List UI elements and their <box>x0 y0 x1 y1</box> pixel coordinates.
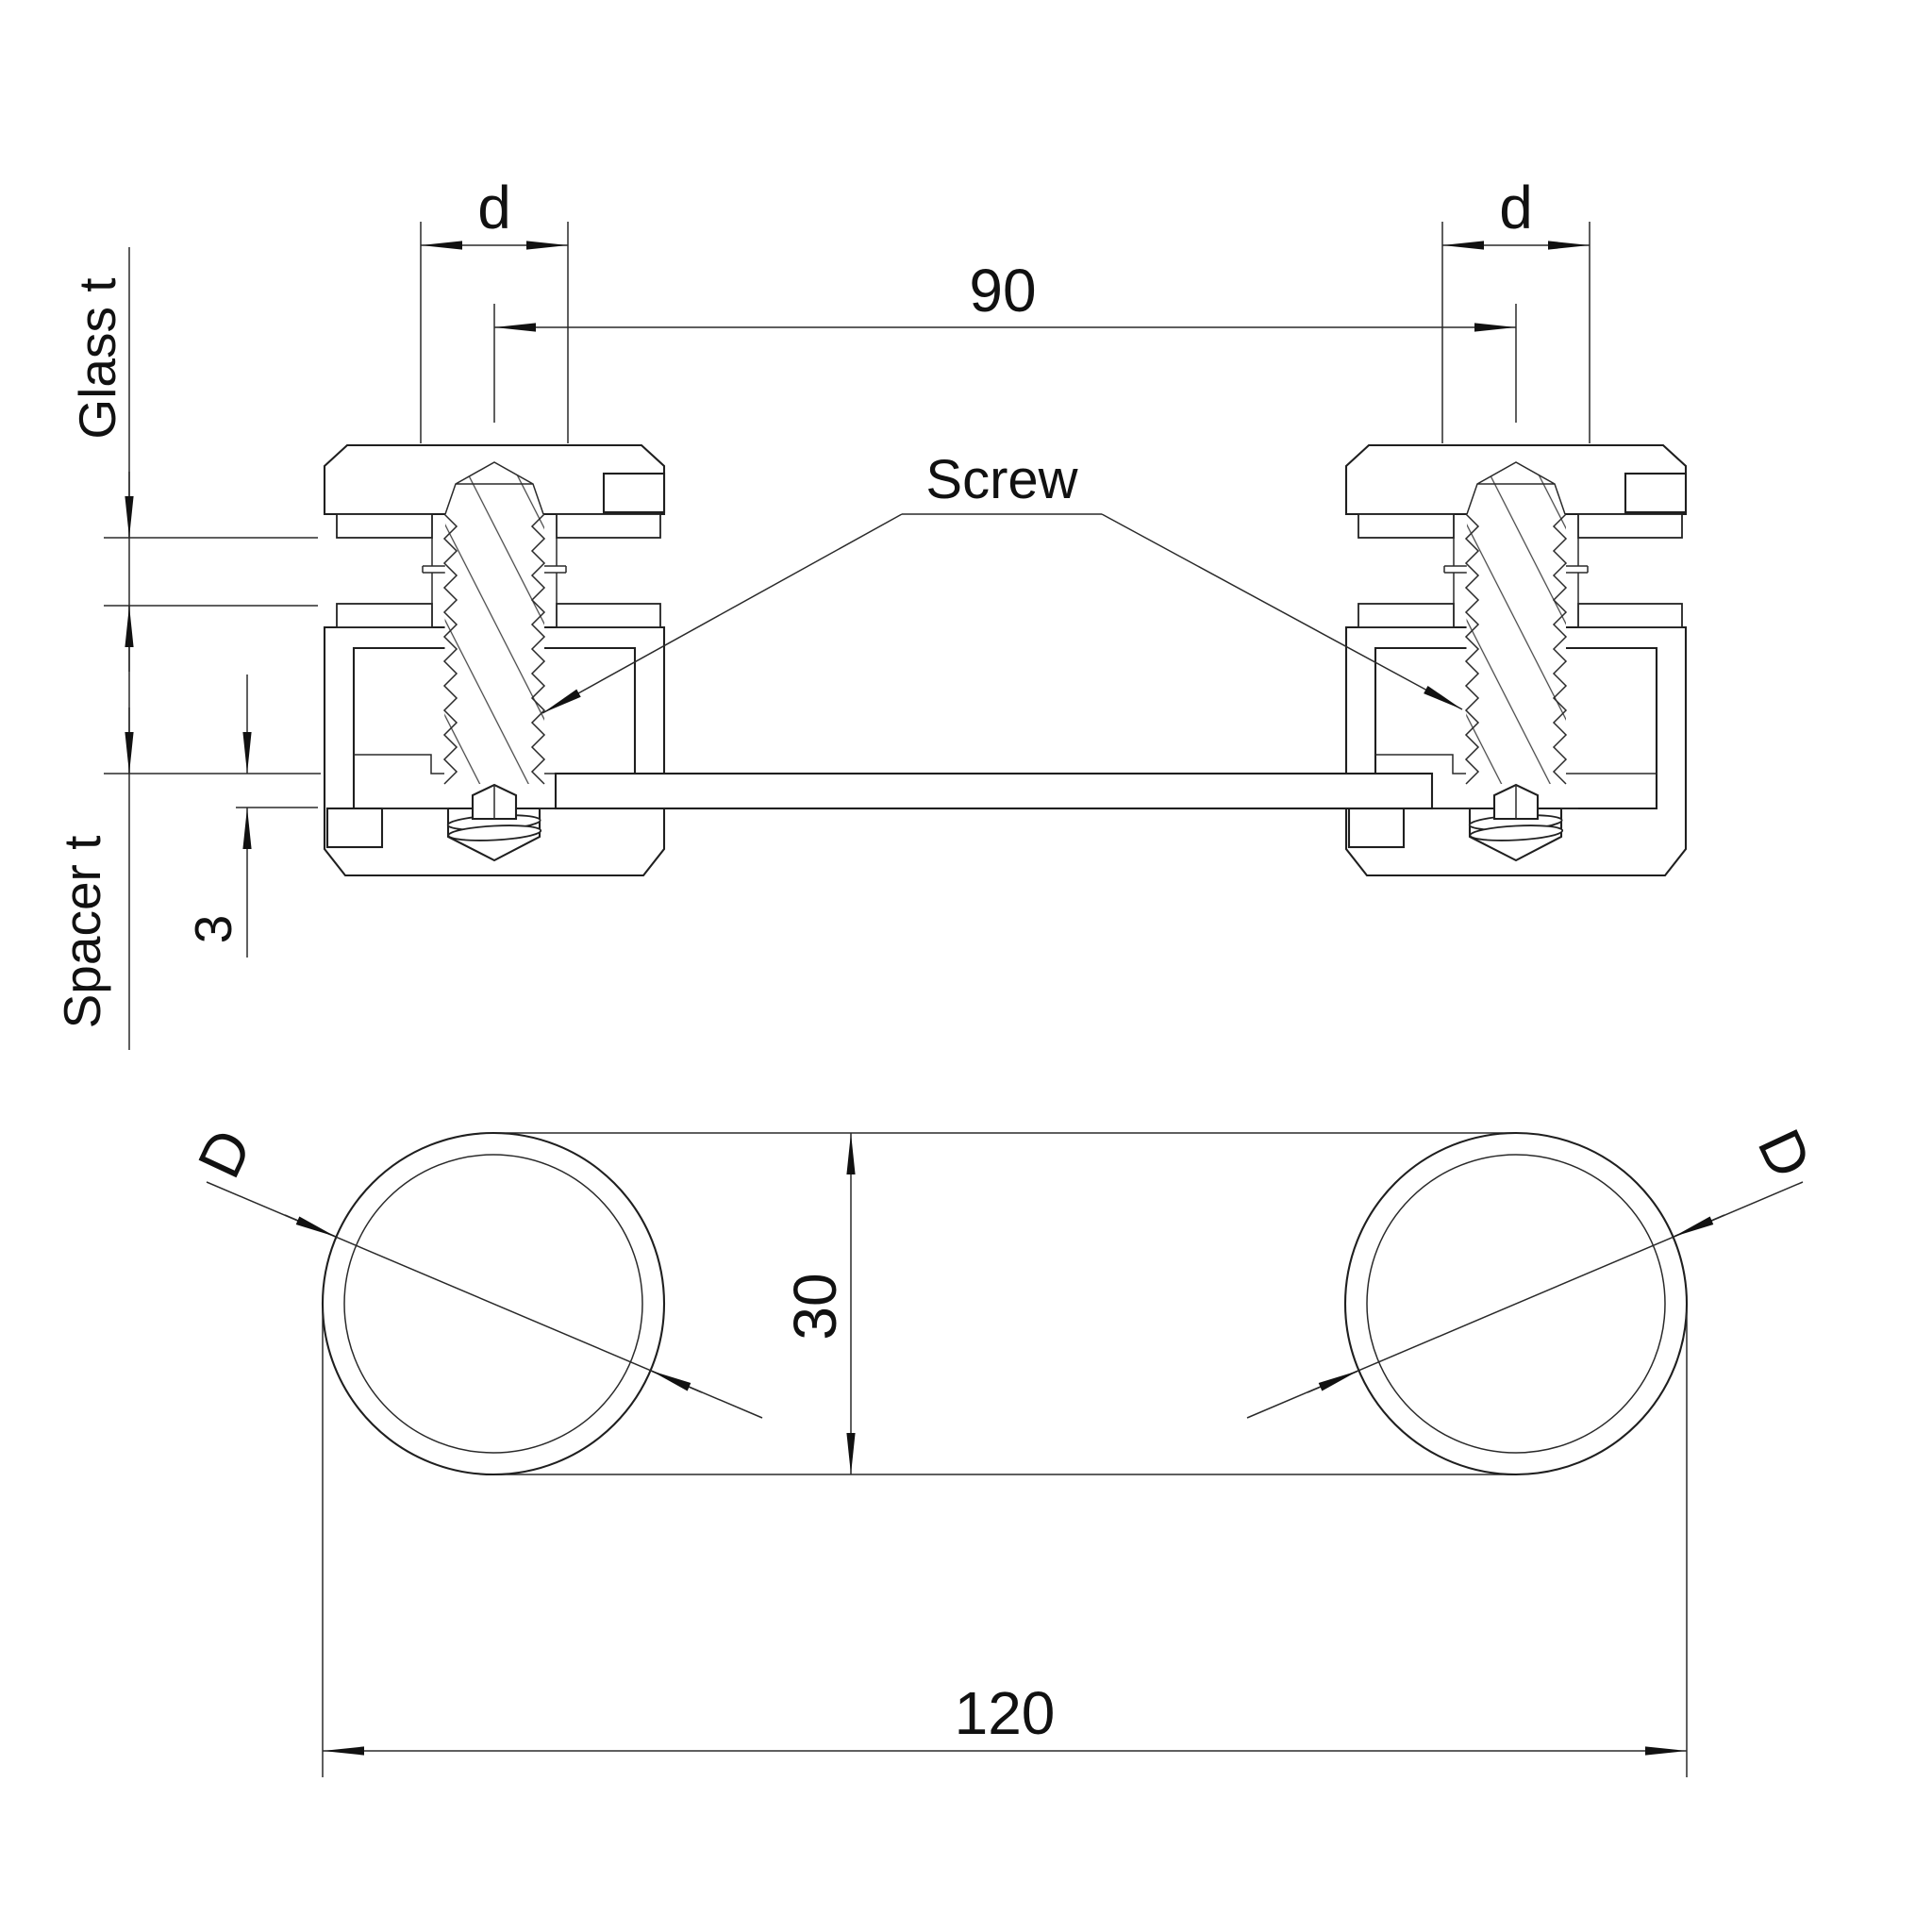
left-standoff-section <box>325 445 664 875</box>
label-glass-t: Glass t <box>68 277 126 439</box>
section-view: d d 90 Glass t Spacer t <box>53 174 1686 1050</box>
label-spacer-t: Spacer t <box>53 836 111 1029</box>
dimension-90: 90 <box>493 257 1517 423</box>
label-D-right: D <box>1745 1120 1825 1188</box>
dimension-D-left: D <box>185 1120 763 1419</box>
dimension-120: 120 <box>322 1311 1688 1777</box>
dimension-d-right: d <box>1441 174 1591 443</box>
right-standoff-section <box>1346 445 1686 875</box>
label-d-right: d <box>1499 174 1533 242</box>
plan-view: D D 30 120 <box>185 1120 1825 1777</box>
label-D-left: D <box>185 1120 265 1188</box>
label-d-left: d <box>477 174 511 242</box>
label-120: 120 <box>955 1679 1056 1747</box>
spacer-sheet <box>554 772 1434 810</box>
label-3: 3 <box>184 915 242 944</box>
dimension-3: 3 <box>184 675 252 958</box>
screw-callout: Screw <box>541 449 1463 714</box>
dimension-glass-spacer: Glass t Spacer t <box>53 247 321 1050</box>
label-30: 30 <box>781 1273 849 1340</box>
right-standoff-plan <box>1343 1131 1689 1476</box>
dimension-30: 30 <box>781 1133 856 1474</box>
left-standoff-plan <box>321 1131 666 1476</box>
dimension-D-right: D <box>1246 1120 1825 1419</box>
label-90: 90 <box>969 257 1036 325</box>
label-screw: Screw <box>925 449 1078 510</box>
dimension-d-left: d <box>420 174 569 443</box>
